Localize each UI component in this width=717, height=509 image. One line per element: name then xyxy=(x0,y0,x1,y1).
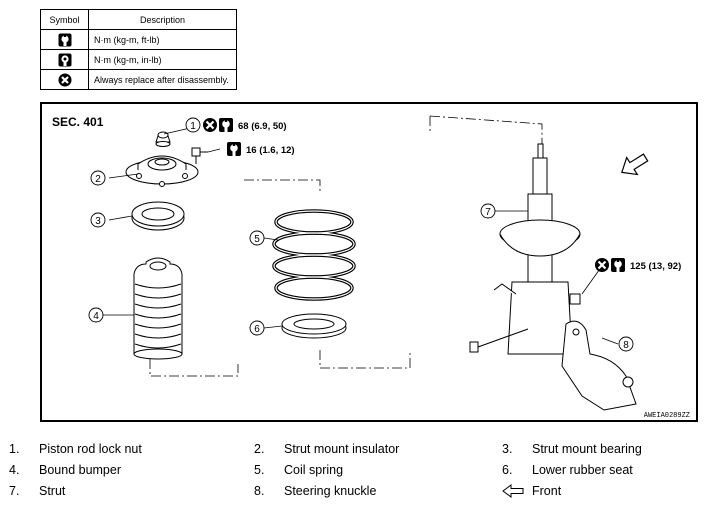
symbol-cell xyxy=(40,69,89,90)
strut-mount-insulator xyxy=(125,155,199,187)
strut-bolt xyxy=(469,293,581,353)
piston-rod-lock-nut xyxy=(155,131,171,147)
callout-2-label: 2 xyxy=(95,174,101,185)
symbol-column-header: Symbol xyxy=(40,9,89,30)
description-cell: N·m (kg-m, ft-lb) xyxy=(88,29,237,50)
lower-rubber-seat xyxy=(281,313,347,339)
legend-label: Strut mount bearing xyxy=(532,442,642,456)
strut-mount-bearing xyxy=(131,201,185,231)
torque-wrench-icon xyxy=(219,118,233,132)
legend-label: Piston rod lock nut xyxy=(39,442,142,456)
legend-label: Bound bumper xyxy=(39,463,122,477)
torque-wrench-icon xyxy=(58,33,71,46)
callout-3-label: 3 xyxy=(95,216,101,227)
front-arrow-icon xyxy=(502,484,524,501)
legend-number: 5. xyxy=(254,463,265,477)
boundary-lines xyxy=(149,115,543,377)
torque-value-1: 68 (6.9, 50) xyxy=(238,121,287,132)
torque-spec-3: 125 (13, 92) xyxy=(593,256,681,274)
torque-spec-2: 16 (1.6, 12) xyxy=(227,142,295,156)
legend-number: 2. xyxy=(254,442,265,456)
legend-number: 7. xyxy=(9,484,20,498)
legend-label: Steering knuckle xyxy=(284,484,377,498)
callout-7-label: 7 xyxy=(485,207,491,218)
callout-6: 6 xyxy=(249,320,265,336)
legend-label: Coil spring xyxy=(284,463,344,477)
always-replace-icon xyxy=(593,256,611,274)
callout-1-label: 1 xyxy=(190,121,196,132)
section-label: SEC. 401 xyxy=(52,115,104,129)
description-column-header: Description xyxy=(88,9,237,30)
legend-number: 1. xyxy=(9,442,20,456)
bound-bumper xyxy=(133,257,183,360)
front-arrow-icon xyxy=(621,153,649,176)
strut-exploded-diagram: SEC. 401 xyxy=(52,115,690,420)
callout-2: 2 xyxy=(90,170,106,186)
legend-label: Front xyxy=(532,484,562,498)
callout-1: 1 xyxy=(185,117,201,133)
symbol-cell xyxy=(40,29,89,50)
torque-value-3: 125 (13, 92) xyxy=(630,261,681,272)
legend-number: 3. xyxy=(502,442,513,456)
table-row: N·m (kg-m, ft-lb) xyxy=(40,29,237,50)
torque-wrench-icon xyxy=(611,258,625,272)
legend-number: 8. xyxy=(254,484,265,498)
callout-4-label: 4 xyxy=(93,311,99,322)
legend-label: Lower rubber seat xyxy=(532,463,633,477)
legend-label: Strut mount insulator xyxy=(284,442,400,456)
mount-bolt xyxy=(191,147,208,164)
callout-4: 4 xyxy=(88,307,104,323)
strut xyxy=(493,143,581,355)
table-row: N·m (kg-m, in-lb) xyxy=(40,49,237,70)
callout-7: 7 xyxy=(480,203,496,219)
table-row: Always replace after disassembly. xyxy=(40,69,237,90)
always-replace-icon xyxy=(201,116,219,134)
torque-wrench-small-icon xyxy=(58,53,71,66)
torque-wrench-icon xyxy=(227,142,241,156)
steering-knuckle xyxy=(561,320,637,411)
callout-5-label: 5 xyxy=(254,234,260,245)
symbol-cell xyxy=(40,49,89,70)
symbol-table-header-row: Symbol Description xyxy=(40,9,237,30)
callout-6-label: 6 xyxy=(254,324,260,335)
legend-label: Strut xyxy=(39,484,66,498)
torque-spec-1: 68 (6.9, 50) xyxy=(201,116,287,134)
legend-number: 4. xyxy=(9,463,20,477)
callout-8-label: 8 xyxy=(623,340,629,351)
callout-3: 3 xyxy=(90,212,106,228)
torque-value-2: 16 (1.6, 12) xyxy=(246,145,295,156)
diagram-frame: SEC. 401 xyxy=(40,102,698,422)
description-cell: N·m (kg-m, in-lb) xyxy=(88,49,237,70)
symbol-table: Symbol Description N·m (kg-m, ft-lb) N·m… xyxy=(40,9,237,90)
always-replace-icon xyxy=(58,73,71,86)
description-cell: Always replace after disassembly. xyxy=(88,69,237,90)
callout-5: 5 xyxy=(249,230,265,246)
legend-number: 6. xyxy=(502,463,513,477)
callout-8: 8 xyxy=(618,336,634,352)
figure-code: AWEIA0289ZZ xyxy=(644,412,690,420)
